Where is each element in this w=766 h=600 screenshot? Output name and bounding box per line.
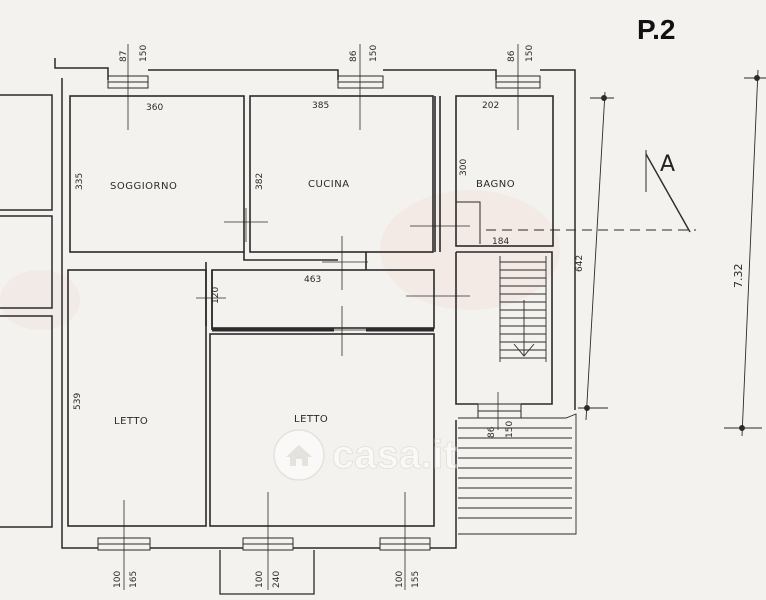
room-letto-right-outline xyxy=(209,333,435,527)
watermark: casa.it xyxy=(272,428,457,482)
room-cucina-outline xyxy=(249,95,434,253)
dim-bagno-depth: 300 xyxy=(459,159,469,176)
axis-marks xyxy=(123,44,519,590)
dim-soggiorno-width: 360 xyxy=(146,103,163,113)
dim-soggiorno-depth: 335 xyxy=(75,173,85,190)
dim-cucina-depth: 382 xyxy=(255,173,265,190)
dim-hall-width: 184 xyxy=(492,237,509,247)
opening-bottom-1-width: 100 xyxy=(113,571,123,588)
opening-top-2-height: 150 xyxy=(369,45,379,62)
walls xyxy=(0,58,576,549)
opening-top-1-height: 150 xyxy=(139,45,149,62)
opening-bottom-1-height: 165 xyxy=(129,571,139,588)
dim-overall-height: 7.32 xyxy=(732,264,745,289)
opening-top-1-width: 87 xyxy=(119,51,129,62)
bagno-door xyxy=(456,201,481,244)
house-logo-icon xyxy=(273,429,325,481)
dim-corridor-depth: 120 xyxy=(211,287,221,304)
section-marker: A xyxy=(660,152,676,177)
dim-letto-left-depth: 539 xyxy=(73,393,83,410)
room-label-cucina: CUCINA xyxy=(308,179,350,190)
dim-bagno-width: 202 xyxy=(482,101,499,111)
staircase xyxy=(458,256,577,535)
dim-stair-height: 642 xyxy=(575,255,585,272)
opening-top-3-height: 150 xyxy=(525,45,535,62)
opening-stair-width: 86 xyxy=(487,426,497,438)
room-label-letto-left: LETTO xyxy=(114,416,148,427)
room-label-letto-right: LETTO xyxy=(294,414,328,425)
opening-bottom-3-width: 100 xyxy=(395,571,405,588)
dim-corridor-width: 463 xyxy=(304,275,321,285)
opening-top-2-width: 86 xyxy=(349,50,359,62)
openings xyxy=(97,75,541,595)
section-line xyxy=(486,150,696,233)
floor-label: P.2 xyxy=(637,14,676,45)
opening-bottom-3-height: 155 xyxy=(411,571,421,588)
dimension-lines xyxy=(578,69,766,437)
stair-hall-outline xyxy=(455,251,553,405)
opening-stair-height: 150 xyxy=(505,421,515,438)
opening-top-3-width: 86 xyxy=(507,50,517,62)
room-letto-left-outline xyxy=(67,269,207,527)
room-bagno-outline xyxy=(455,95,554,247)
dim-cucina-width: 385 xyxy=(312,101,329,111)
opening-bottom-2-width: 100 xyxy=(255,571,265,588)
room-soggiorno-outline xyxy=(69,95,245,253)
room-label-bagno: BAGNO xyxy=(476,179,515,190)
watermark-text: casa.it xyxy=(332,432,458,477)
opening-bottom-2-height: 240 xyxy=(272,571,282,588)
room-label-soggiorno: SOGGIORNO xyxy=(110,181,177,192)
